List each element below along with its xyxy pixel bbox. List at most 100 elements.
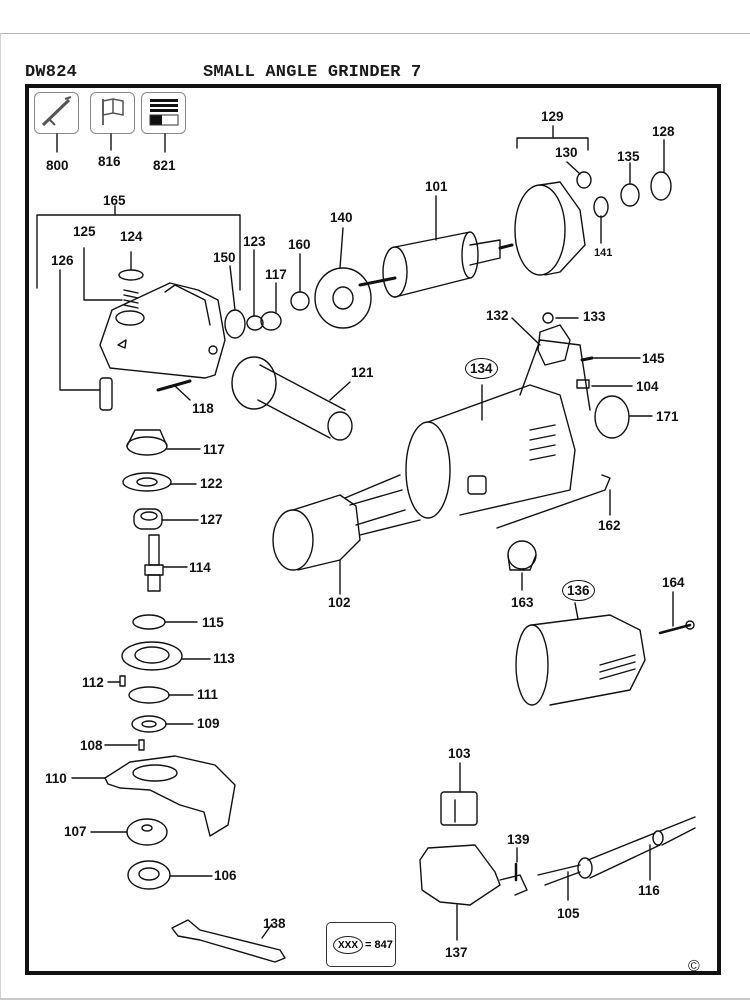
part-label-123: 123 [243, 234, 266, 249]
spring-125 [123, 289, 139, 309]
field-stator-102 [272, 474, 421, 595]
part-label-141: 141 [594, 247, 613, 259]
retainer-111 [128, 686, 194, 704]
part-label-165: 165 [103, 193, 126, 208]
spindle-114 [144, 534, 188, 592]
sleeve-128 [650, 171, 672, 201]
part-label-128: 128 [652, 124, 675, 139]
part-label-132: 132 [486, 308, 509, 323]
part-label-816: 816 [98, 154, 121, 169]
diagram-frame [25, 84, 721, 975]
cord-assembly [537, 816, 696, 901]
bearing-135 [620, 183, 640, 207]
part-label-103: 103 [448, 746, 471, 761]
part-label-113: 113 [213, 651, 235, 666]
nameplate-icon [149, 99, 179, 126]
flange-107 [90, 818, 168, 846]
icon-box-821[interactable] [141, 92, 186, 134]
part-label-160: 160 [288, 237, 311, 252]
bearing-160 [290, 291, 310, 311]
icon-box-816[interactable] [90, 92, 135, 134]
wrench-tool-icon [41, 96, 72, 127]
part-label-112: 112 [82, 675, 104, 690]
flange-plate-113 [121, 641, 211, 671]
part-label-800: 800 [46, 158, 69, 173]
motor-housing-134 [405, 339, 591, 519]
part-label-129: 129 [541, 109, 564, 124]
part-label-105: 105 [557, 906, 580, 921]
baffle-140 [314, 267, 372, 329]
icon-box-800[interactable] [34, 92, 79, 134]
part-label-117-pinion: 117 [265, 267, 287, 282]
screw-164-head [685, 620, 695, 630]
model-number: DW824 [25, 63, 78, 82]
wheel-guard-110 [71, 755, 236, 837]
part-label-102: 102 [328, 595, 351, 610]
spring-133 [542, 312, 554, 324]
legend-symbol: XXX [333, 936, 363, 954]
bevel-gear-117 [126, 429, 201, 456]
page-top-rule [0, 33, 750, 34]
wires-105 [537, 864, 581, 886]
end-bell-129 [514, 161, 592, 276]
nut-123 [246, 315, 264, 331]
part-label-104: 104 [636, 379, 659, 394]
part-label-137: 137 [445, 945, 468, 960]
bracket-165 [36, 214, 241, 291]
part-label-171: 171 [656, 409, 679, 424]
o-ring-150 [224, 309, 246, 339]
wire-clip-162 [496, 474, 611, 529]
part-label-117-bevel-gear: 117 [203, 442, 225, 457]
part-label-109: 109 [197, 716, 220, 731]
part-label-138: 138 [263, 916, 286, 931]
switch-103 [440, 762, 478, 826]
brush-104 [576, 379, 590, 389]
washer-141 [593, 196, 609, 218]
part-label-135: 135 [617, 149, 640, 164]
diagram-title: SMALL ANGLE GRINDER 7 [203, 63, 422, 82]
clamp-109 [131, 715, 194, 733]
cord-116 [587, 832, 661, 879]
part-label-163: 163 [511, 595, 534, 610]
gear-head-housing [99, 282, 226, 379]
spanner-wrench-138 [171, 919, 286, 963]
seal-115 [132, 614, 198, 630]
side-handle-121 [231, 356, 353, 441]
part-label-111: 111 [197, 687, 219, 702]
part-label-150: 150 [213, 250, 236, 265]
bearing-cover-122 [122, 472, 197, 492]
switch-knob-163 [507, 540, 537, 591]
copyright-mark: © [688, 958, 700, 975]
ring-171 [594, 395, 630, 439]
switch-housing-137 [419, 844, 528, 941]
part-label-106: 106 [214, 868, 237, 883]
rear-handle-cover-136 [515, 602, 646, 706]
part-label-821: 821 [153, 158, 176, 173]
brush-holder-132 [537, 324, 571, 366]
part-label-121: 121 [351, 365, 374, 380]
part-label-139: 139 [507, 832, 530, 847]
part-label-134: 134 [465, 358, 498, 379]
bushing-130 [576, 171, 592, 189]
screw-112 [107, 675, 126, 687]
part-label-118: 118 [192, 401, 214, 416]
armature-101 [358, 195, 514, 298]
flag-icon [102, 98, 124, 125]
legend-equals: = 847 [365, 939, 393, 951]
part-label-107: 107 [64, 824, 87, 839]
pinion-117 [260, 311, 282, 331]
screw-118 [156, 379, 192, 392]
part-label-124: 124 [120, 229, 143, 244]
part-label-116: 116 [638, 883, 660, 898]
legend-box: XXX = 847 [326, 922, 396, 967]
part-label-136: 136 [562, 580, 595, 601]
pin-126 [99, 377, 113, 411]
page-left-rule [0, 33, 1, 998]
part-label-140: 140 [330, 210, 353, 225]
screw-145 [580, 356, 594, 362]
part-label-164: 164 [662, 575, 685, 590]
part-label-101: 101 [425, 179, 448, 194]
o-ring-124 [118, 269, 144, 281]
ball-bearing-127 [133, 508, 199, 530]
